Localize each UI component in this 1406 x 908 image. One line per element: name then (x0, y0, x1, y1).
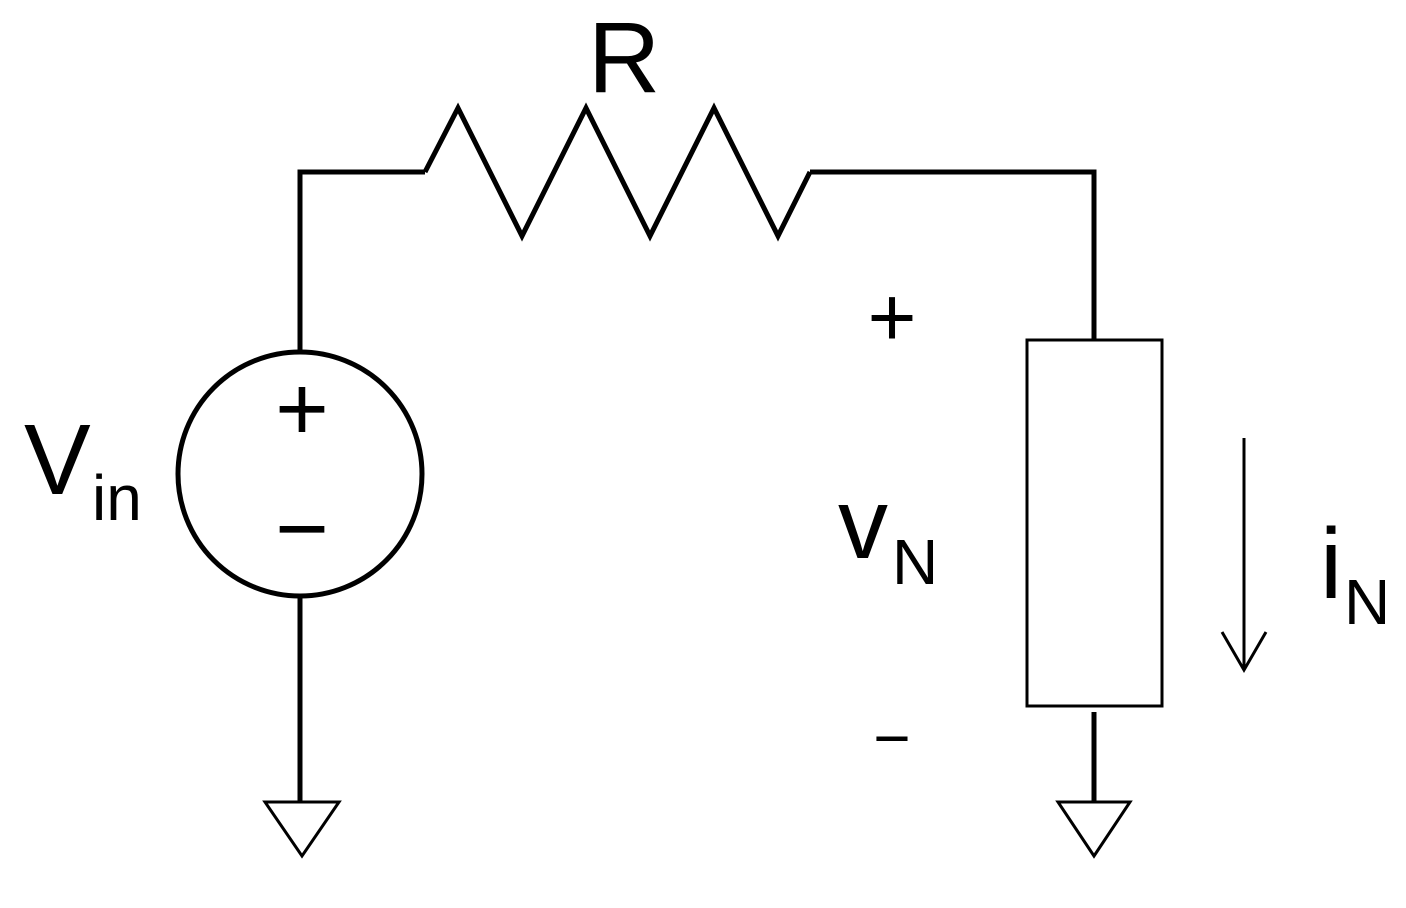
source-plus-sign: + (275, 358, 329, 460)
source-label-sub: in (92, 462, 142, 534)
voltage-minus-sign: − (873, 702, 910, 774)
wire-source-to-resistor (297, 169, 425, 350)
voltage-label-sub: N (892, 526, 938, 598)
source-label-main: V (24, 404, 91, 516)
resistor-label: R (588, 2, 660, 114)
current-arrow-head (1220, 631, 1268, 673)
current-label-main: i (1320, 508, 1342, 620)
source-minus-sign: − (275, 478, 329, 580)
load-element (1025, 338, 1164, 708)
ground-symbol-left (262, 800, 342, 859)
wire-resistor-to-load (810, 169, 1097, 340)
resistor-r (422, 102, 813, 242)
voltage-label-main: v (838, 468, 888, 580)
current-label-sub: N (1344, 566, 1390, 638)
voltage-plus-sign: + (867, 270, 916, 364)
ground-symbol-right (1055, 800, 1133, 859)
